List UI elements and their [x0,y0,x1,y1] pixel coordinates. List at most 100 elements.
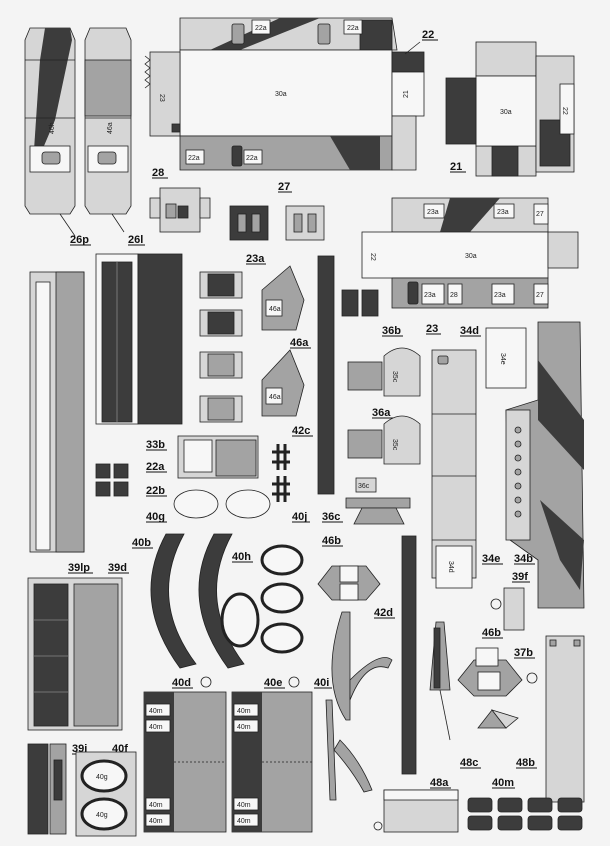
part-26l: 46a [84,27,132,215]
svg-text:23a: 23a [497,209,509,216]
svg-text:21: 21 [450,161,462,173]
svg-text:46b: 46b [482,627,501,639]
svg-text:23: 23 [158,94,165,102]
part-48a: 48a [373,777,459,833]
part-30a-right: 30a 22 [445,41,575,177]
svg-text:40i: 40i [314,677,329,689]
svg-text:22b: 22b [146,485,165,497]
svg-text:22a: 22a [146,461,165,473]
svg-text:22: 22 [422,29,434,41]
svg-text:39lp: 39lp [68,562,90,574]
svg-text:40m: 40m [237,818,251,825]
part-22a-22b: 22a 22b [95,435,259,497]
svg-text:30a: 30a [500,109,512,116]
svg-text:40m: 40m [237,724,251,731]
part-30a-mid: 23a 23a 27 30a 22 23a 28 23a 27 [361,197,579,309]
part-48b: 48b [477,709,537,769]
svg-text:33b: 33b [146,439,165,451]
svg-text:34d: 34d [460,325,479,337]
svg-text:34e: 34e [482,553,500,565]
part-46a: 46a 46a 46a [261,265,311,417]
svg-text:22: 22 [369,253,376,261]
svg-text:40d: 40d [172,677,191,689]
svg-text:40g: 40g [146,511,165,523]
part-23a: 23a [199,253,266,423]
label-22-top: 22 [404,29,438,55]
svg-text:40h: 40h [232,551,251,563]
label-26p: 26p [59,213,91,246]
svg-text:21: 21 [403,90,410,98]
svg-text:27: 27 [536,292,544,299]
svg-text:39f: 39f [512,571,528,583]
svg-text:48a: 48a [430,777,449,789]
svg-text:40b: 40b [132,537,151,549]
svg-text:30a: 30a [465,253,477,260]
svg-text:23: 23 [426,323,438,335]
svg-text:37b: 37b [514,647,533,659]
part-40j: 40j [272,444,310,523]
part-40b: 40b [132,533,245,669]
svg-text:28: 28 [450,292,458,299]
svg-text:46a: 46a [107,122,114,134]
part-39i: 39i [27,743,89,835]
svg-text:23a: 23a [424,292,436,299]
svg-text:27: 27 [536,211,544,218]
svg-text:23a: 23a [427,209,439,216]
svg-text:46a: 46a [269,394,281,401]
svg-text:22a: 22a [255,25,267,32]
svg-text:22: 22 [561,107,568,115]
svg-text:40j: 40j [292,511,307,523]
part-34e: 34d 34e [460,325,527,389]
part-46b-bottom: 46b [457,627,523,697]
part-48c: 48c [429,621,481,769]
svg-text:23a: 23a [494,292,506,299]
part-27: 27 [229,181,325,241]
svg-text:46h: 46h [49,122,56,134]
svg-text:36b: 36b [382,325,401,337]
svg-text:40m: 40m [149,708,163,715]
label-21: 21 [450,161,466,173]
svg-text:26l: 26l [128,234,143,246]
svg-text:36c: 36c [358,483,370,490]
svg-text:42d: 42d [374,607,393,619]
part-30a-top: 22a 22a 30a 23 21 22a 22a [144,17,425,171]
svg-text:48b: 48b [516,757,535,769]
part-42c: 42c [292,255,335,495]
part-39d: 39d [29,271,129,574]
svg-text:40e: 40e [264,677,282,689]
part-36a: 35c 35c 36a [347,347,421,465]
svg-text:40g: 40g [96,812,108,819]
part-40m: 40m [467,777,583,831]
svg-text:36c: 36c [322,511,340,523]
svg-text:40m: 40m [237,802,251,809]
part-33b: 33b [95,253,183,451]
svg-text:22a: 22a [347,25,359,32]
svg-text:27: 27 [278,181,290,193]
part-46b-top: 46b [317,535,381,601]
svg-text:35c: 35c [391,371,398,383]
svg-text:40m: 40m [149,802,163,809]
svg-text:40g: 40g [96,774,108,781]
part-28: 28 [149,167,211,233]
part-39f: 39f [490,571,530,631]
part-40d: 40d 40m 40m 40m 40m [143,676,227,833]
svg-text:30a: 30a [275,91,287,98]
part-40e: 40e 40m 40m 40m 40m [231,676,313,833]
part-39lp: 39lp [27,562,123,731]
part-37b: 37b [514,635,585,803]
svg-text:34d: 34d [447,561,454,573]
svg-text:36a: 36a [372,407,391,419]
part-26p: 46h [24,27,76,215]
part-34d: 34d 34e [431,349,503,589]
svg-text:22a: 22a [246,155,258,162]
label-26l: 26l [111,213,145,246]
part-36c: 36c 36c [322,477,411,525]
svg-text:46a: 46a [290,337,309,349]
svg-text:40m: 40m [237,708,251,715]
svg-text:28: 28 [152,167,164,179]
part-42d: 42d [374,535,417,775]
svg-text:22a: 22a [188,155,200,162]
svg-text:39d: 39d [108,562,127,574]
svg-text:42c: 42c [292,425,310,437]
